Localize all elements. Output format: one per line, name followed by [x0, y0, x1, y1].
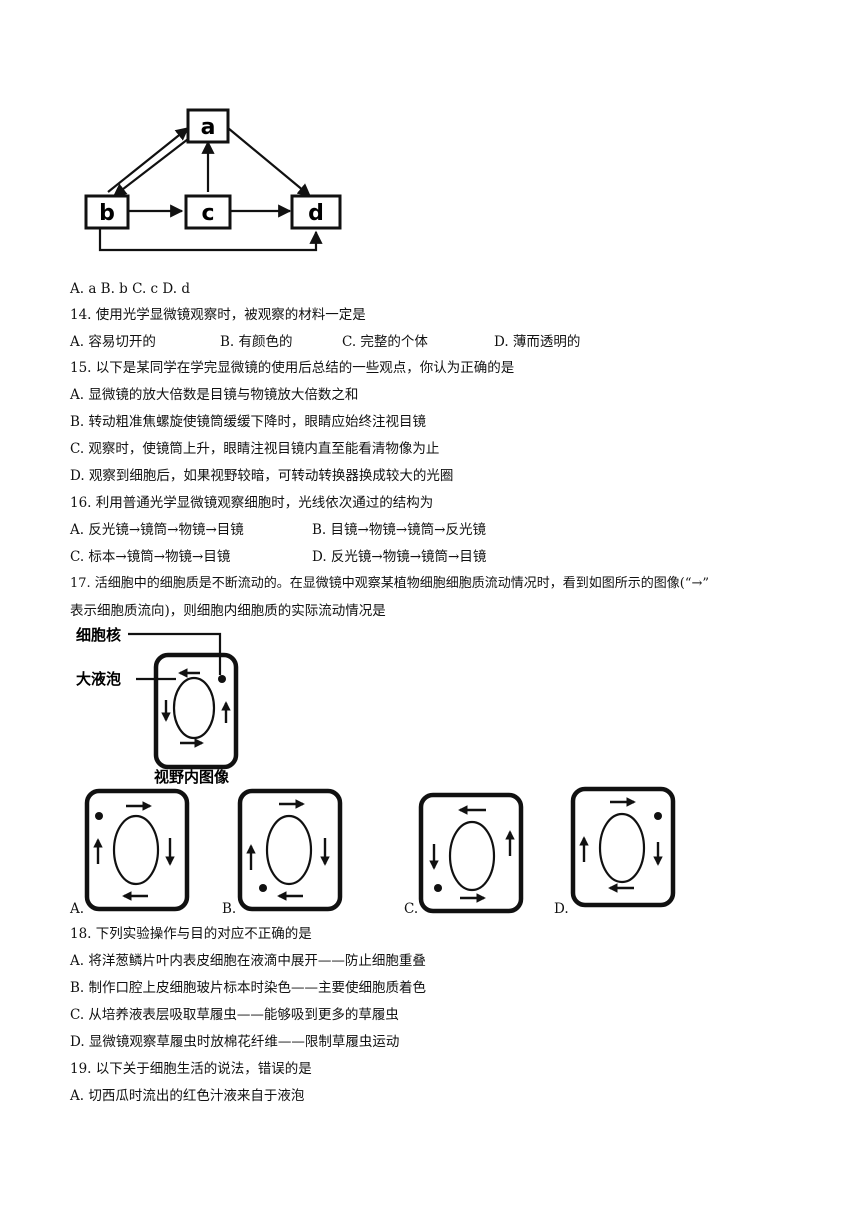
q15-option-a: A. 显微镜的放大倍数是目镜与物镜放大倍数之和	[70, 387, 359, 403]
q19-stem: 19. 以下关于细胞生活的说法，错误的是	[70, 1061, 312, 1077]
q14-option-b: B. 有颜色的	[220, 334, 293, 350]
q14-stem: 14. 使用光学显微镜观察时，被观察的材料一定是	[70, 307, 366, 323]
q18-option-b: B. 制作口腔上皮细胞玻片标本时染色——主要使细胞质着色	[70, 980, 427, 996]
q17-option-d: D.	[554, 901, 569, 917]
node-c: c	[184, 194, 232, 230]
nucleus-dot	[259, 884, 267, 892]
q15-option-b: B. 转动粗准焦螺旋使镜筒缓缓下降时，眼睛应始终注视目镜	[70, 414, 427, 430]
q17-stem-line2: 表示细胞质流向)，则细胞内细胞质的实际流动情况是	[70, 603, 386, 619]
vacuole	[172, 676, 216, 740]
label-vacuole: 大液泡	[76, 670, 121, 688]
q16-option-d: D. 反光镜→物镜→镜筒→目镜	[312, 549, 487, 565]
q15-stem: 15. 以下是某同学在学完显微镜的使用后总结的一些观点，你认为正确的是	[70, 360, 515, 376]
q14-option-a: A. 容易切开的	[70, 334, 156, 350]
q13-flow-diagram: a b c d	[84, 108, 342, 252]
q17-option-c: C.	[404, 901, 419, 917]
node-b: b	[84, 194, 130, 230]
svg-text:d: d	[308, 201, 324, 226]
q17-option-a: A.	[70, 901, 85, 917]
q16-option-c: C. 标本→镜筒→物镜→目镜	[70, 549, 231, 565]
q19-option-a: A. 切西瓜时流出的红色汁液来自于液泡	[70, 1088, 305, 1104]
q17-stem-line1: 17. 活细胞中的细胞质是不断流动的。在显微镜中观察某植物细胞细胞质流动情况时，…	[70, 576, 710, 591]
node-a: a	[186, 108, 230, 144]
edge-a-to-d	[227, 127, 312, 197]
edge-a-to-b	[112, 135, 193, 197]
q17-option-c-figure	[418, 792, 524, 914]
label-nucleus: 细胞核	[76, 626, 121, 644]
q13-options: A. a B. b C. c D. d	[70, 281, 190, 297]
q17-option-b: B.	[222, 901, 237, 917]
nucleus-leader	[128, 632, 222, 675]
nucleus-dot	[95, 812, 103, 820]
q15-option-c: C. 观察时，使镜筒上升，眼睛注视目镜内直至能看清物像为止	[70, 441, 440, 457]
nucleus-dot	[218, 675, 226, 683]
q18-option-a: A. 将洋葱鳞片叶内表皮细胞在液滴中展开——防止细胞重叠	[70, 953, 426, 969]
q17-field-of-view-figure: 细胞核 大液泡 视野内图像	[76, 626, 239, 786]
q14-option-d: D. 薄而透明的	[494, 334, 581, 350]
q17-option-d-figure	[570, 786, 676, 908]
cell-outline	[153, 652, 239, 770]
edge-b-to-a	[107, 127, 190, 193]
q14-option-c: C. 完整的个体	[342, 334, 428, 350]
q15-option-d: D. 观察到细胞后，如果视野较暗，可转动转换器换成较大的光圈	[70, 468, 454, 484]
q17-option-b-figure	[237, 788, 343, 912]
q16-stem: 16. 利用普通光学显微镜观察细胞时，光线依次通过的结构为	[70, 495, 434, 511]
q16-option-b: B. 目镜→物镜→镜筒→反光镜	[312, 522, 486, 538]
q16-option-a: A. 反光镜→镜筒→物镜→目镜	[70, 522, 244, 538]
q18-option-c: C. 从培养液表层吸取草履虫——能够吸到更多的草履虫	[70, 1007, 399, 1023]
q18-stem: 18. 下列实验操作与目的对应不正确的是	[70, 926, 312, 942]
q17-option-a-figure	[84, 788, 190, 912]
svg-text:b: b	[99, 201, 115, 226]
svg-text:a: a	[201, 115, 216, 140]
edge-b-to-d	[98, 228, 323, 252]
nucleus-dot	[654, 812, 662, 820]
q18-option-d: D. 显微镜观察草履虫时放棉花纤维——限制草履虫运动	[70, 1034, 400, 1050]
nucleus-dot	[434, 884, 442, 892]
svg-text:c: c	[201, 201, 214, 226]
figure-caption: 视野内图像	[154, 768, 230, 786]
node-d: d	[290, 194, 342, 230]
